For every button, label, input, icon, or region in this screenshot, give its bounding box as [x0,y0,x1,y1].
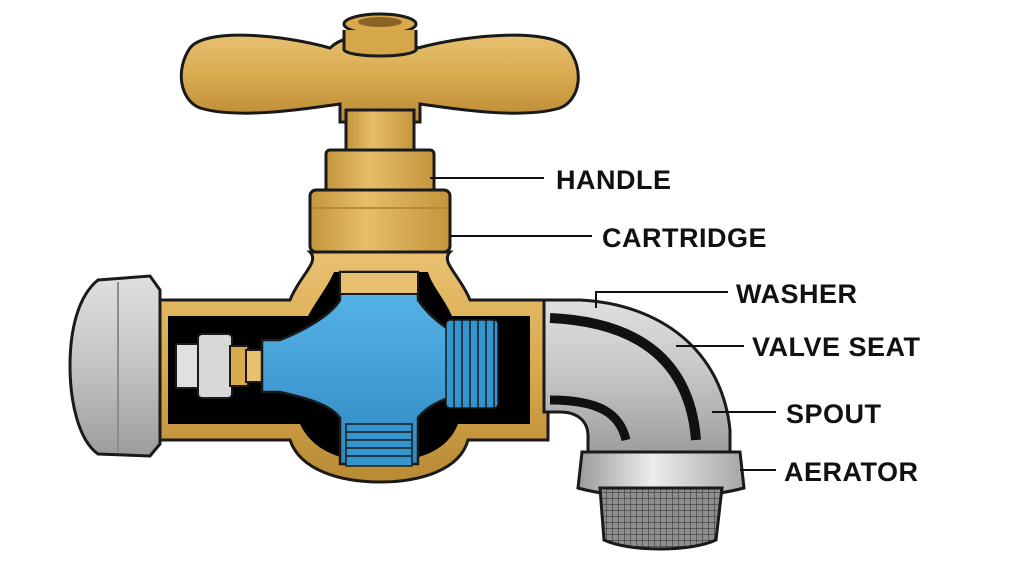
label-handle: HANDLE [556,165,672,195]
spout-part[interactable] [542,298,732,458]
label-cartridge: CARTRIDGE [602,223,767,253]
label-washer: WASHER [736,279,858,309]
handle-part[interactable] [179,12,580,194]
label-aerator: AERATOR [784,457,919,487]
aerator-part[interactable] [576,450,746,551]
water-passage [260,270,499,467]
label-spout: SPOUT [786,399,882,429]
leader-lines [430,177,776,471]
inlet-nut [68,274,162,458]
label-valve-seat: VALVE SEAT [752,332,921,362]
cartridge-part[interactable] [308,188,452,254]
